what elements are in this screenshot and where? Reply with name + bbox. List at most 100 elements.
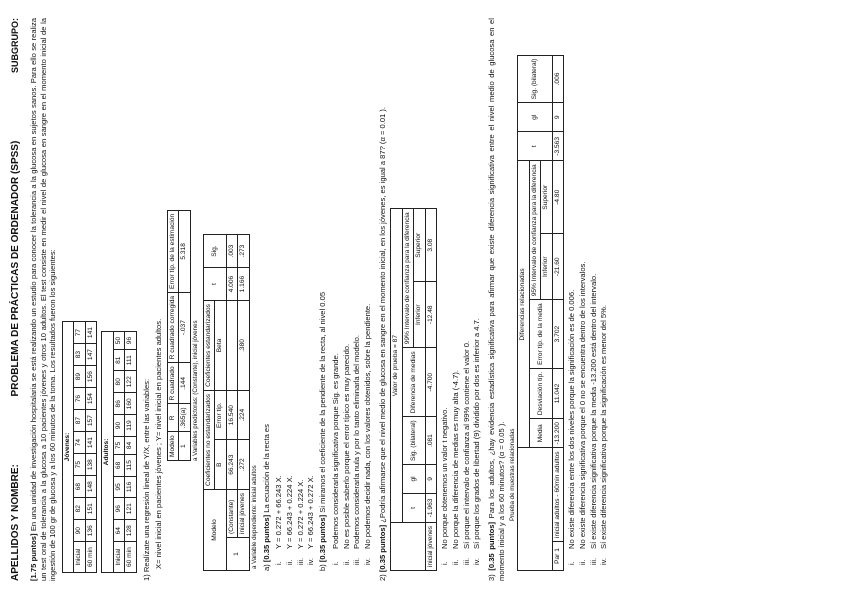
model-summary-footnote: a Variables predictoras: (Constante), in…: [191, 320, 199, 461]
cell: 4.006: [226, 267, 238, 301]
option-text: Y = 0.272 + 0.224 X.: [295, 479, 305, 549]
q1-statement: 1) Realízate una regresión lineal de Y/X…: [142, 18, 152, 581]
list-item[interactable]: ii. Y = 66.243 + 0.224 X.: [285, 18, 295, 565]
row-label: 60 min: [85, 541, 97, 573]
cell: 138: [85, 453, 97, 476]
row-label: 60 min: [124, 541, 137, 573]
list-item[interactable]: i. Podemos considerarla significativa por…: [331, 18, 341, 565]
q3-statement: 3) [0.35 puntos] Para los adultos, ¿hay …: [487, 18, 506, 581]
option-text: Y = 66.243 + 0.224 X.: [284, 475, 294, 549]
list-item[interactable]: i.No existe diferencia entre los dos niv…: [567, 18, 577, 565]
list-item[interactable]: ii.No porque la diferencia de medias es …: [451, 18, 461, 565]
q1-text: Realízate una regresión lineal de Y/X, e…: [141, 378, 151, 573]
option-number: ii.: [450, 559, 460, 565]
cell: 76: [73, 387, 86, 410]
option-text: Podemos considerarla significativa porqu…: [330, 353, 340, 549]
option-number: iii.: [588, 557, 598, 565]
list-item[interactable]: ii.No existe diferencia significativa po…: [578, 18, 588, 565]
list-item[interactable]: i.Y = 0.272 + 66.243 X.: [274, 18, 284, 565]
model-summary-table: Modelo R R cuadrado R cuadrado corregida…: [167, 210, 191, 461]
cell: 154: [85, 387, 97, 410]
cell: 119: [124, 414, 137, 437]
col-header: Inferior: [413, 281, 426, 348]
option-text: No existe diferencia significativa porqu…: [577, 261, 587, 549]
jovenes-group-label: Jóvenes:: [62, 321, 74, 573]
list-item[interactable]: iii.Sí porque el intervalo de confianza …: [462, 18, 472, 565]
q3-text: Para los adultos, ¿hay evidencia estadís…: [487, 18, 506, 581]
q2-number: 2): [377, 574, 387, 581]
col-header: Error típ. de la estimación: [167, 210, 179, 293]
cell: 81: [113, 349, 125, 371]
col-header: Sig.: [203, 234, 227, 268]
col-header: B: [214, 439, 227, 490]
list-item[interactable]: iv.No podemos decidir nada, con los valo…: [363, 18, 373, 565]
corner-cell: [517, 448, 553, 571]
col-header: Inferior: [540, 233, 553, 300]
question-3: 3) [0.35 puntos] Para los adultos, ¿hay …: [487, 18, 609, 581]
option-number: i.: [440, 561, 450, 565]
table-row: Inicial 90 82 68 75 74 87 76 89 83 77: [73, 321, 86, 573]
cell: -13.200: [552, 418, 564, 448]
cell: 9: [425, 464, 437, 494]
paired-samples-test-table: Diferencias relacionadas t gl Sig. (bila…: [517, 55, 564, 571]
cell: 95: [113, 476, 125, 498]
cell: 96: [113, 497, 125, 520]
list-item[interactable]: iv.Sí porque los grados de libertad (9) …: [472, 18, 482, 565]
list-item[interactable]: iii.Sí existe diferencia significativa p…: [589, 18, 599, 565]
table-row: inicial jóvenes .272 .224 .380 1.166 .27…: [237, 234, 250, 571]
cell: 80: [113, 370, 125, 393]
cell: 148: [85, 475, 97, 498]
col-header: Diferencia de medias: [402, 347, 426, 417]
option-number: iv.: [472, 557, 482, 565]
option-number: i.: [330, 561, 340, 565]
option-number: ii.: [284, 559, 294, 565]
list-item[interactable]: i.No porque obtenemos un valor t negativ…: [440, 18, 450, 565]
list-item[interactable]: iv.Sí existe diferencia significativa po…: [599, 18, 609, 565]
cell: 90: [113, 414, 125, 437]
cell: 116: [124, 476, 137, 498]
col-header: Error típ. de la media: [529, 299, 553, 369]
row-label: Inicial: [113, 541, 125, 573]
qa-label: a): [261, 564, 271, 571]
cell: 128: [124, 519, 137, 542]
cell: 82: [73, 497, 86, 520]
cell: 11.042: [552, 368, 564, 419]
list-item[interactable]: iii.Podemos considerarla nula y por lo t…: [352, 18, 362, 565]
list-item[interactable]: ii. No es posible saberlo porque el error…: [342, 18, 352, 565]
header-row: APELLIDOS Y NOMBRE: PROBLEMA DE PRÁCTICA…: [10, 18, 23, 581]
cell: .006: [552, 55, 564, 103]
cell: 1: [226, 537, 250, 571]
table-row: 1 (Constante) 66.243 16.540 4.006 .003: [226, 234, 250, 571]
option-text: Y = 0.272 + 66.243 X.: [274, 475, 284, 549]
col-header: R cuadrado corregida: [167, 292, 179, 363]
page-title: PROBLEMA DE PRÁCTICAS DE ORDENADOR (SPSS…: [10, 140, 21, 397]
cell: 50: [113, 331, 125, 350]
cell: 160: [124, 392, 137, 415]
option-number: ii.: [341, 559, 351, 565]
cell: 3.702: [552, 299, 564, 369]
option-text: No es posible saberlo porque el error tí…: [341, 343, 351, 549]
table-row: Inicial 64 96 95 68 75 90 86 80 81 50: [113, 331, 125, 573]
cell: 1: [178, 431, 191, 461]
cell: 64: [113, 519, 125, 542]
q2-points: [0.35 puntos]: [377, 524, 387, 573]
table-row: Par 1 inicial adultos - 60min adultos -1…: [552, 55, 564, 571]
option-text: No podemos decidir nada, con los valores…: [362, 303, 372, 549]
question-2: 2) [0.35 puntos] ¿Podría afirmarse que e…: [378, 18, 482, 581]
one-sample-test-table: Valor de prueba = 87 t gl Sig. (bilatera…: [390, 208, 437, 571]
option-text: Sí existe diferencia significativa porqu…: [599, 305, 609, 549]
cell: inicial jóvenes: [425, 522, 437, 571]
qa-options: i.Y = 0.272 + 66.243 X. ii. Y = 66.243 + …: [274, 18, 316, 565]
table-row: 60 min 136 151 148 138 141 157 154 156 1…: [85, 321, 97, 573]
coefficients-footnote: a Variable dependiente: inicial adultos: [250, 465, 258, 569]
cell: Par 1: [552, 541, 564, 571]
list-item[interactable]: iv.Y = 66.243 + 0.272 X.: [306, 18, 316, 565]
qb-points: [0.35 puntos]: [318, 514, 328, 563]
cell: 66.243: [226, 439, 238, 490]
cell: 89: [73, 365, 86, 388]
cell: 77: [73, 321, 86, 344]
table-row: inicial jóvenes -1.963 9 .081 -4.700 -12…: [425, 208, 437, 571]
list-item[interactable]: iii.Y = 0.272 + 0.224 X.: [296, 18, 306, 565]
col-header: t: [517, 131, 553, 161]
